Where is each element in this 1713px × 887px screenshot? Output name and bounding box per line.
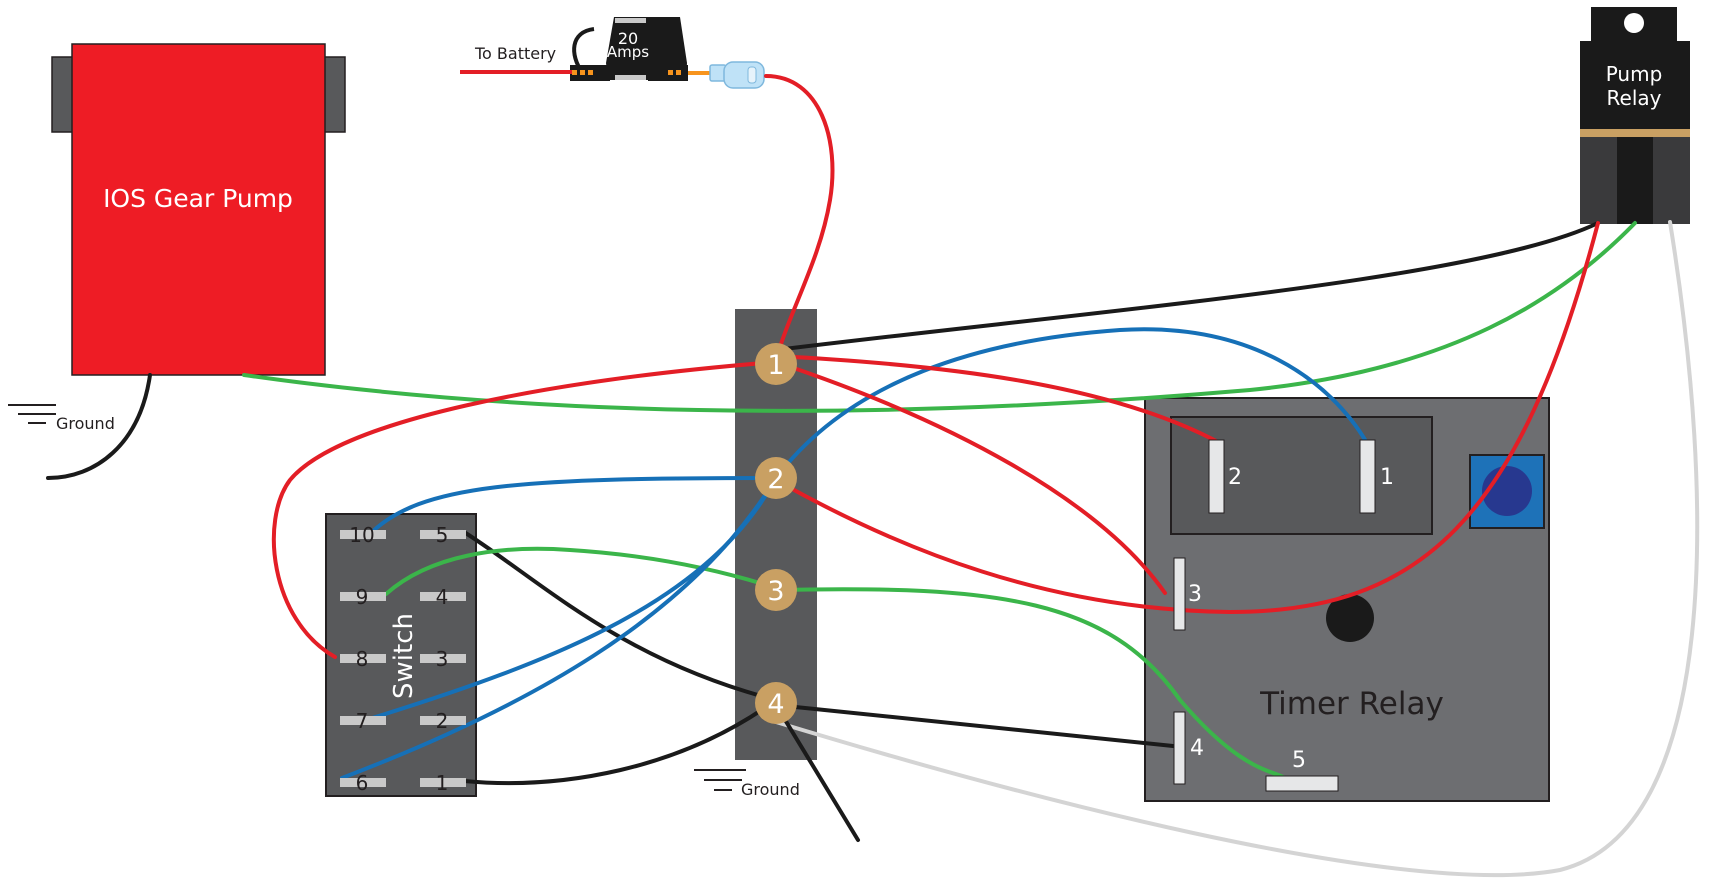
terminal-4[interactable] [755,682,797,724]
terminal-label-2: 2 [767,464,784,495]
pump-relay: Pump Relay [1580,7,1690,224]
wire-black-sw5-to-t4 [462,530,778,702]
switch-pin-8 [340,654,386,663]
battery-label: To Battery [474,44,556,63]
ground-label-pump: Ground [56,414,115,433]
timer-relay: Timer Relay [1144,397,1550,802]
switch-pin-4 [420,592,466,601]
fuse-body [606,17,687,80]
timer-pin-5 [1265,775,1339,792]
wire-red-fuse-to-t1 [764,74,835,362]
timer-pin-label-3: 3 [1188,582,1202,607]
wire-blue-sw6-to-t2 [340,476,778,780]
ground-symbol-bar: Ground [694,769,800,799]
terminal-label-3: 3 [767,576,784,607]
wire-black-t4-to-ground [774,703,860,842]
pump-mount-tab-right [322,56,346,133]
switch-pins: 10 5 9 4 8 3 7 2 6 1 [340,523,466,795]
terminal-1[interactable] [755,343,797,385]
switch-pin-label-8: 8 [356,647,369,671]
timer-relay-label: Timer Relay [1259,686,1444,722]
pump-relay-label-line2: Relay [1607,86,1662,110]
fuse-rating: 20 [618,29,638,48]
wire-black-t4-to-pin4 [774,703,1175,748]
switch-pin-5 [420,530,466,539]
pump-mount-tab-left [51,56,75,133]
ground-label-bar: Ground [741,780,800,799]
fuse-bottom-slot [615,75,646,80]
switch-pin-3 [420,654,466,663]
pump-label: IOS Gear Pump [103,184,293,213]
wire-red-t1-to-pin2 [774,354,1220,444]
terminal-3[interactable] [755,569,797,611]
wire-blue-sw10-to-t2 [368,476,778,536]
switch-pin-label-5: 5 [436,523,449,547]
timer-pin-2 [1208,439,1225,514]
ground-symbol-pump: Ground [8,404,115,433]
terminal-label-4: 4 [767,689,784,720]
ring-terminal [709,61,765,89]
wire-blue-t2-to-pin1 [774,327,1369,480]
fuse-holder: 20 Amps [570,17,688,81]
wire-green-pump-to-relay [242,221,1637,413]
switch-pin-label-3: 3 [436,647,449,671]
wire-black-pump-ground [46,373,152,480]
wire-red-t2-to-relay [774,221,1600,615]
terminals: 1 2 3 4 [755,343,797,724]
switch-pin-2 [420,716,466,725]
wires [46,74,1700,878]
wire-green-sw9-to-t3 [384,546,778,596]
gear-pump: IOS Gear Pump [51,43,346,376]
switch-pin-label-9: 9 [356,585,369,609]
switch-pin-7 [340,716,386,725]
pump-relay-label-block [1580,41,1690,129]
pump-body [71,43,326,376]
switch-pin-1 [420,778,466,787]
switch-pin-label-6: 6 [356,771,369,795]
switch-pin-9 [340,592,386,601]
pump-relay-hole [1624,13,1644,33]
switch-pin-label-4: 4 [436,585,449,609]
pump-relay-socket-center [1617,137,1653,224]
pump-relay-label-line1: Pump [1606,62,1663,86]
switch-pin-label-2: 2 [436,709,449,733]
timer-pin-4 [1173,711,1186,785]
wire-green-t3-to-pin5 [774,587,1285,779]
timer-pin-1 [1359,439,1376,514]
timer-pin-3 [1173,557,1186,631]
switch-pin-10 [340,530,386,539]
wire-gray-t4-to-relay [774,220,1700,878]
wire-red-t1-to-sw8 [271,360,778,659]
wire-black-t1-to-relay [774,221,1600,352]
timer-pin-label-2: 2 [1228,465,1242,490]
timer-relay-pins: 2 1 3 4 5 [1173,439,1394,792]
switch-pin-label-1: 1 [436,771,449,795]
terminal-label-1: 1 [767,350,784,381]
wire-red-t1-to-pin3 [774,360,1167,595]
mounting-hole [1326,594,1374,642]
switch-pin-label-7: 7 [356,709,369,733]
wire-black-sw1-to-t4 [462,698,778,786]
switch-label: Switch [389,613,419,699]
timer-pin-label-5: 5 [1292,748,1306,773]
switch-pin-6 [340,778,386,787]
pump-relay-socket-gap [1580,129,1690,137]
terminal-2[interactable] [755,457,797,499]
fuse-unit: Amps [607,43,649,61]
timer-pin-label-4: 4 [1190,736,1204,761]
fuse-top-slot [615,18,646,23]
switch-pin-label-10: 10 [349,523,374,547]
timer-pin-label-1: 1 [1380,465,1394,490]
